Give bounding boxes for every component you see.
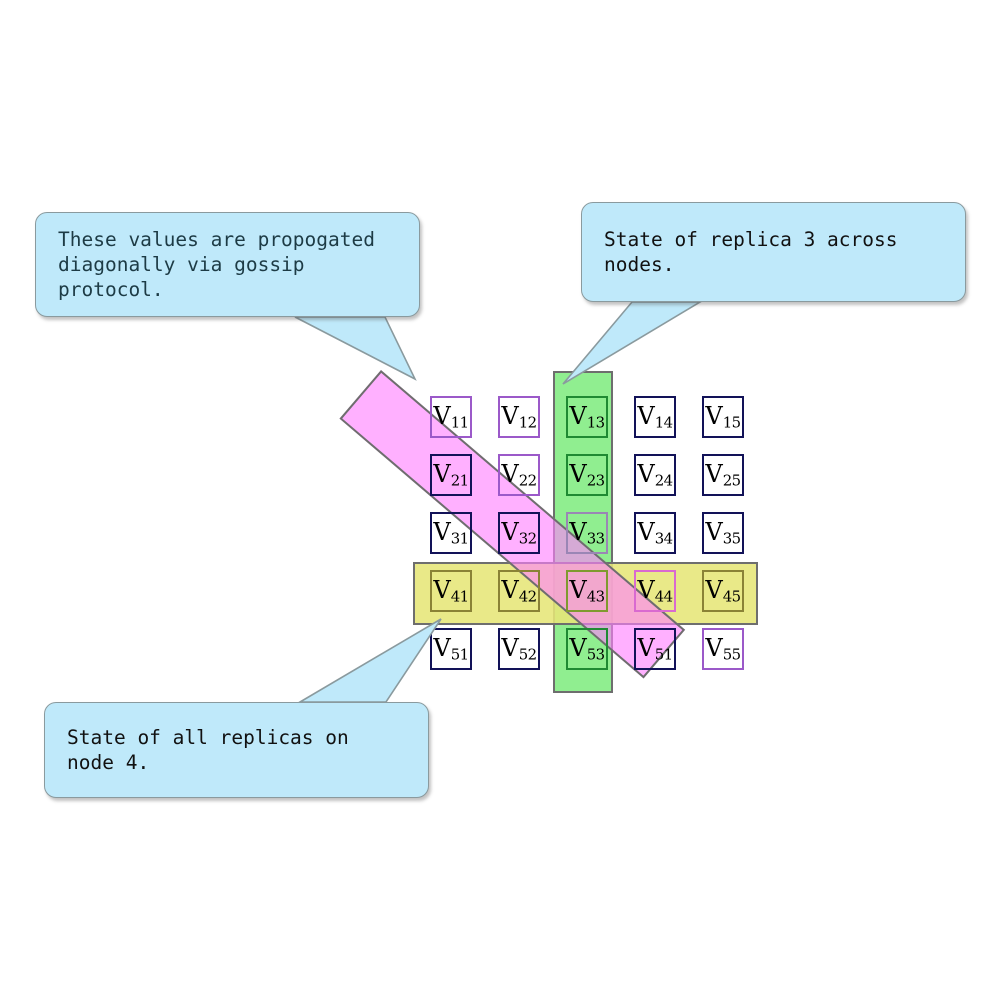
grid-cell-2-2[interactable]: V22: [498, 454, 540, 496]
callout-gossip[interactable]: These values are propogated diagonally v…: [35, 212, 420, 317]
callout-replica-3-text: State of replica 3 across nodes.: [604, 228, 898, 276]
grid-cell-5-2[interactable]: V52: [498, 628, 540, 670]
grid-cell-label: V34: [637, 517, 673, 548]
grid-cell-5-5[interactable]: V55: [702, 628, 744, 670]
grid-cell-label: V52: [501, 633, 537, 664]
callout-replica-3[interactable]: State of replica 3 across nodes.: [581, 202, 966, 302]
grid-cell-5-1[interactable]: V51: [430, 628, 472, 670]
grid-cell-2-3[interactable]: V23: [566, 454, 608, 496]
grid-cell-4-5[interactable]: V45: [702, 570, 744, 612]
grid-cell-3-1[interactable]: V31: [430, 512, 472, 554]
grid-cell-4-2[interactable]: V42: [498, 570, 540, 612]
grid-cell-label: V42: [501, 575, 537, 606]
grid-cell-label: V41: [433, 575, 469, 606]
grid-cell-1-4[interactable]: V14: [634, 396, 676, 438]
grid-cell-2-1[interactable]: V21: [430, 454, 472, 496]
grid-cell-label: V21: [433, 459, 469, 490]
grid-cell-label: V53: [569, 633, 605, 664]
grid-cell-label: V44: [637, 575, 673, 606]
grid-cell-1-1[interactable]: V11: [430, 396, 472, 438]
grid-cell-label: V32: [501, 517, 537, 548]
callout-node-4-text: State of all replicas on node 4.: [67, 726, 349, 774]
grid-cell-label: V51: [637, 633, 673, 664]
callout-node-4[interactable]: State of all replicas on node 4.: [44, 702, 429, 798]
grid-cell-1-5[interactable]: V15: [702, 396, 744, 438]
callout-gossip-text: These values are propogated diagonally v…: [58, 228, 375, 301]
grid-cell-3-5[interactable]: V35: [702, 512, 744, 554]
grid-cell-label: V25: [705, 459, 741, 490]
grid-cell-label: V11: [433, 401, 469, 432]
grid-cell-label: V14: [637, 401, 673, 432]
grid-cell-label: V55: [705, 633, 741, 664]
grid-cell-1-3[interactable]: V13: [566, 396, 608, 438]
grid-cell-label: V13: [569, 401, 605, 432]
grid-cell-label: V35: [705, 517, 741, 548]
grid-cell-3-4[interactable]: V34: [634, 512, 676, 554]
grid-cell-3-2[interactable]: V32: [498, 512, 540, 554]
grid-cell-label: V51: [433, 633, 469, 664]
grid-cell-label: V45: [705, 575, 741, 606]
grid-cell-4-4[interactable]: V44: [634, 570, 676, 612]
grid-cell-5-4[interactable]: V51: [634, 628, 676, 670]
grid-cell-label: V43: [569, 575, 605, 606]
grid-cell-label: V15: [705, 401, 741, 432]
grid-cell-2-5[interactable]: V25: [702, 454, 744, 496]
grid-cell-label: V12: [501, 401, 537, 432]
grid-cell-4-3[interactable]: V43: [566, 570, 608, 612]
grid-cell-label: V23: [569, 459, 605, 490]
grid-cell-3-3[interactable]: V33: [566, 512, 608, 554]
grid-cell-4-1[interactable]: V41: [430, 570, 472, 612]
grid-cell-2-4[interactable]: V24: [634, 454, 676, 496]
grid-cell-label: V22: [501, 459, 537, 490]
grid-cell-label: V31: [433, 517, 469, 548]
grid-cell-label: V33: [569, 517, 605, 548]
grid-cell-1-2[interactable]: V12: [498, 396, 540, 438]
grid-cell-label: V24: [637, 459, 673, 490]
grid-cell-5-3[interactable]: V53: [566, 628, 608, 670]
